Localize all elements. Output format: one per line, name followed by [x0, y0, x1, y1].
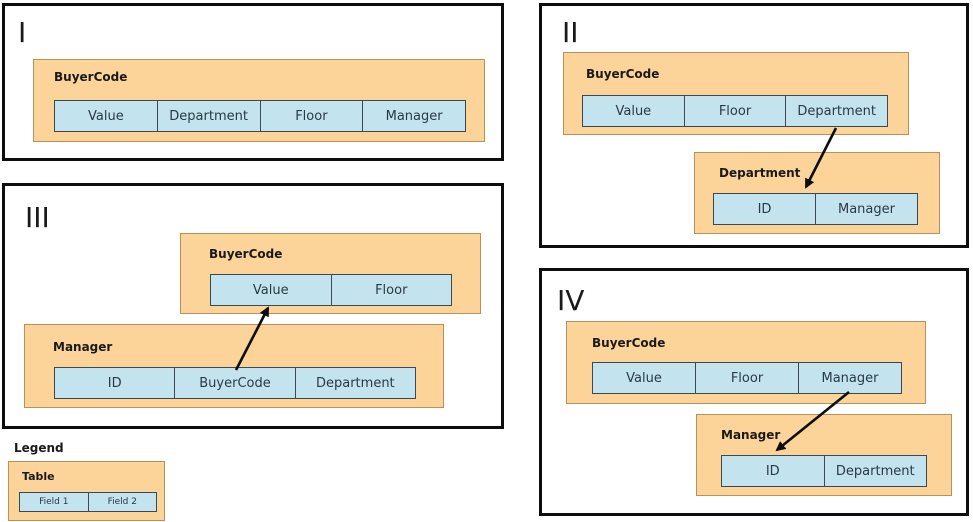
- p2-department-table: Department ID Manager: [694, 152, 940, 234]
- p4-buyercode-table: BuyerCode Value Floor Manager: [566, 321, 926, 404]
- p2-buyercode-fields: Value Floor Department: [582, 95, 888, 127]
- p4-manager-table-name: Manager: [721, 428, 781, 442]
- p3-buyercode-fields: Value Floor: [210, 274, 452, 306]
- p2-field-department: Department: [797, 103, 877, 119]
- p3-field-floor: Floor: [375, 282, 408, 298]
- p4-field-id: ID: [722, 456, 825, 486]
- p4-field-floor: Floor: [696, 363, 799, 393]
- p3-buyercode-table-name: BuyerCode: [209, 247, 283, 261]
- panel-2-numeral: II: [562, 16, 579, 49]
- p2-department-table-name: Department: [719, 166, 801, 180]
- p3-manager-fields: ID BuyerCode Department: [54, 367, 416, 399]
- p2-buyercode-table: BuyerCode Value Floor Department: [563, 52, 909, 135]
- p3-field-value: Value: [211, 275, 332, 305]
- p3-manager-table: Manager ID BuyerCode Department: [24, 324, 444, 408]
- p3-field-id: ID: [55, 368, 176, 398]
- p4-field-department: Department: [835, 463, 915, 479]
- p3-manager-table-name: Manager: [53, 340, 113, 354]
- p4-manager-table: Manager ID Department: [696, 414, 952, 496]
- p4-field-manager: Manager: [821, 370, 879, 386]
- p3-field-buyercode: BuyerCode: [175, 368, 296, 398]
- p2-department-fields: ID Manager: [713, 193, 918, 225]
- legend-field-2: Field 2: [107, 497, 137, 507]
- p1-field-department: Department: [158, 101, 261, 131]
- p2-field-id: ID: [714, 194, 816, 224]
- p2-field-value: Value: [583, 96, 685, 126]
- legend-field-1: Field 1: [20, 493, 89, 511]
- legend-fields: Field 1 Field 2: [19, 492, 157, 512]
- p4-buyercode-table-name: BuyerCode: [592, 336, 666, 350]
- panel-1-numeral: I: [18, 16, 27, 49]
- panel-3-numeral: III: [25, 201, 50, 234]
- p2-buyercode-table-name: BuyerCode: [586, 67, 660, 81]
- legend-title: Legend: [14, 441, 64, 455]
- p2-field-floor: Floor: [685, 96, 787, 126]
- legend-table-name: Table: [22, 470, 55, 483]
- p1-field-value: Value: [55, 101, 158, 131]
- p4-manager-fields: ID Department: [721, 455, 927, 487]
- p3-buyercode-table: BuyerCode Value Floor: [180, 233, 481, 314]
- p1-buyercode-table: BuyerCode Value Department Floor Manager: [33, 59, 485, 142]
- legend-table: Table Field 1 Field 2: [8, 461, 165, 521]
- panel-4-numeral: IV: [557, 284, 585, 317]
- p2-field-manager: Manager: [838, 201, 895, 217]
- p1-buyercode-fields: Value Department Floor Manager: [54, 100, 466, 132]
- p1-field-manager: Manager: [385, 108, 443, 124]
- p4-buyercode-fields: Value Floor Manager: [592, 362, 902, 394]
- p1-buyercode-table-name: BuyerCode: [54, 70, 128, 84]
- p4-field-value: Value: [593, 363, 696, 393]
- p1-field-floor: Floor: [261, 101, 364, 131]
- p3-field-department: Department: [315, 375, 395, 391]
